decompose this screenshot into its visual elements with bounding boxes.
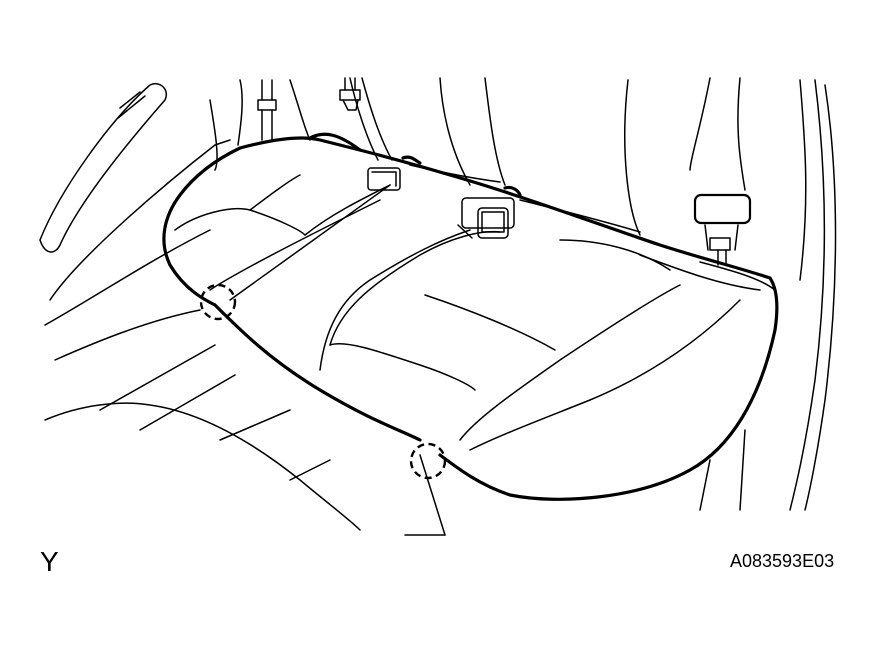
floor-lines	[404, 429, 746, 536]
figure-code: A083593E03	[730, 551, 835, 571]
cushion-seams	[174, 164, 776, 451]
callout-circle-center	[409, 442, 447, 480]
seat-cushion	[162, 132, 779, 501]
callout-circle-left	[199, 283, 237, 321]
door-trim	[39, 83, 361, 531]
view-label: Y	[40, 546, 59, 577]
seat-belts	[257, 77, 752, 266]
